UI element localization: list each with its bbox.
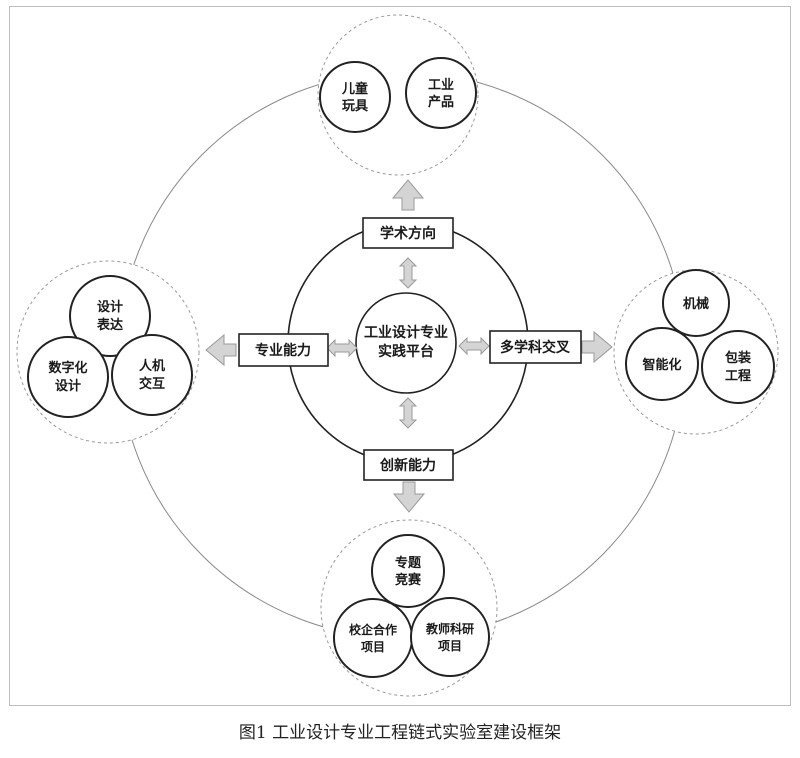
figure-caption: 图1 工业设计专业工程链式实验室建设框架 — [238, 723, 562, 743]
cluster-ring-top — [317, 14, 479, 176]
double-arrow-left — [326, 339, 358, 357]
figure-frame — [9, 6, 791, 706]
center-circle — [355, 292, 457, 394]
cluster-node-label: 校企合作 — [349, 622, 397, 637]
cluster-node-label: 表达 — [96, 317, 123, 333]
connector-box-right — [489, 330, 582, 364]
cluster-node-label: 儿童 — [341, 81, 368, 97]
connector-label-bottom: 创新能力 — [379, 457, 436, 474]
cluster-node-label: 工业 — [428, 77, 454, 93]
connector-box-bottom — [363, 449, 454, 481]
cluster-node — [27, 336, 109, 418]
arrow-up-outward — [392, 179, 424, 211]
connector-label-left: 专业能力 — [255, 342, 311, 359]
cluster-node-label: 专题 — [395, 555, 422, 571]
cluster-node — [69, 275, 151, 357]
double-arrow-top — [399, 257, 417, 289]
connector-box-left — [238, 333, 329, 367]
cluster-node — [371, 534, 445, 608]
cluster-node-label: 竞赛 — [395, 572, 422, 588]
cluster-node-label: 机械 — [683, 296, 709, 312]
center-label-line2: 实践平台 — [378, 343, 434, 360]
cluster-node-label: 智能化 — [642, 357, 681, 373]
cluster-node-label: 交互 — [139, 376, 165, 392]
arrow-down-outward — [393, 481, 425, 513]
center-label-line1: 工业设计专业 — [364, 324, 448, 341]
cluster-node-label: 教师科研 — [425, 621, 474, 636]
connector-box-top — [362, 217, 454, 249]
arrow-left-outward — [205, 334, 237, 366]
cluster-node — [410, 597, 490, 677]
cluster-node-label: 包装 — [725, 350, 751, 366]
cluster-node-label: 项目 — [361, 640, 385, 654]
cluster-node — [662, 269, 730, 337]
double-arrow-bottom — [399, 397, 417, 429]
cluster-node-label: 设计 — [97, 299, 123, 315]
cluster-node-label: 产品 — [428, 94, 454, 110]
cluster-node-label: 设计 — [55, 378, 81, 394]
cluster-node-label: 数字化 — [48, 360, 87, 376]
cluster-node — [625, 327, 699, 401]
cluster-node — [319, 61, 391, 133]
connector-label-top: 学术方向 — [380, 225, 436, 242]
double-arrow-right — [458, 337, 490, 355]
cluster-node — [111, 334, 193, 416]
cluster-node-label: 工程 — [725, 369, 751, 384]
arrow-right-outward — [581, 331, 613, 363]
connector-label-right: 多学科交叉 — [500, 339, 571, 356]
cluster-node-label: 玩具 — [342, 99, 368, 114]
cluster-node-label: 人机 — [139, 358, 165, 374]
framework-diagram: 工业设计专业 实践平台 学术方向 专业能力 多学科交叉 创新能力 儿童 玩具 工… — [16, 14, 779, 697]
cluster-node-label: 项目 — [438, 639, 462, 653]
cluster-node — [405, 57, 477, 129]
cluster-node — [701, 330, 775, 404]
cluster-node — [333, 598, 413, 678]
